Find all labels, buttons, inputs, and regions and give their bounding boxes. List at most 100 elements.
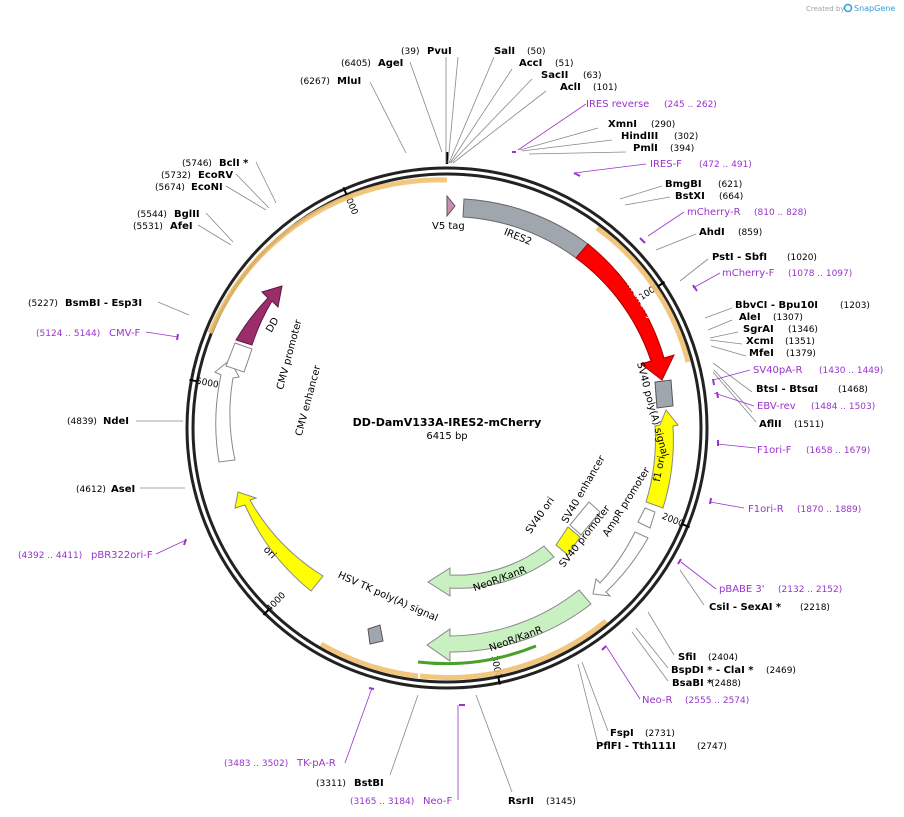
svg-text:(3145): (3145) [546,797,576,807]
enzyme-label: (4839) NdeI [67,416,129,427]
feature-label: CMV promoter [275,318,304,391]
feature-label: HSV TK poly(A) signal [336,570,439,624]
enzyme-label: BbvCI - Bpu10I(1203) [735,300,870,311]
svg-text:BbvCI - Bpu10I: BbvCI - Bpu10I [735,300,818,311]
enzyme-label: AhdI(859) [699,227,762,238]
primer-labels: IRES reverse (245 .. 262) IRES-F(472 .. 4… [18,99,883,807]
feature-f1-ori [645,409,679,509]
primer-label: EBV-rev(1484 .. 1503) [757,401,875,412]
svg-text:XmnI: XmnI [608,119,637,130]
feature-label: SV40 ori [524,495,557,536]
enzyme-label: (5674)EcoNI [155,182,223,193]
svg-text:CsiI - SexAI *: CsiI - SexAI * [709,602,782,613]
svg-text:RsrII: RsrII [508,796,534,807]
feature-cmv-enhancer [214,359,240,463]
svg-text:AflII: AflII [759,419,782,430]
leader-lines [136,56,757,793]
enzyme-leader [448,56,495,164]
feature-neor-outer [426,589,592,662]
svg-text:BsmBI - Esp3I: BsmBI - Esp3I [65,298,142,309]
enzyme-label: XmnI(290) [608,119,675,130]
feature-label: V5 tag [432,221,465,232]
feature-mcherry [575,243,675,381]
tick-mark [342,186,348,196]
enzyme-label: PflFI - Tth111I(2747) [596,741,727,752]
svg-text:SV40pA-R: SV40pA-R [753,365,802,376]
svg-text:(1078 .. 1097): (1078 .. 1097) [788,269,852,279]
enzyme-label: (5746)BclI * [182,158,249,169]
svg-text:EcoRV: EcoRV [198,170,233,181]
enzyme-leader [225,185,267,211]
enzyme-label: (6267)MluI [300,76,361,87]
svg-text:(4839): (4839) [67,417,97,427]
svg-text:(302): (302) [674,132,698,142]
enzyme-label: (39)PvuI [401,46,452,57]
svg-text:(3165 .. 3184): (3165 .. 3184) [350,797,414,807]
enzyme-labels: (39)PvuI SalI(50) AccI(51) SacII(63) Acl… [28,46,870,807]
svg-text:(1307): (1307) [773,313,803,323]
svg-text:Neo-R: Neo-R [642,695,673,706]
enzyme-leader [712,362,753,393]
svg-text:AgeI: AgeI [378,58,403,69]
enzyme-leader [710,345,747,357]
enzyme-leader [157,301,190,316]
enzyme-label: (5544)BglII [137,209,200,220]
snapgene-credit: Created by SnapGene [806,3,895,13]
primer-label: (3165 .. 3184)Neo-F [350,796,453,807]
svg-text:(1511): (1511) [794,420,824,430]
feature-label: f1 ori [652,455,668,483]
svg-text:(810 .. 828): (810 .. 828) [754,208,807,218]
svg-text:(5531): (5531) [133,222,163,232]
enzyme-leader [389,694,419,776]
svg-text:(1870 .. 1889): (1870 .. 1889) [797,505,861,515]
enzyme-leader [450,78,533,164]
primer-mark [368,687,375,690]
enzyme-leader [205,212,234,243]
snapgene-logo-icon [843,3,853,13]
enzyme-leader [635,627,669,669]
svg-text:(245 .. 262): (245 .. 262) [664,100,717,110]
svg-text:(2555 .. 2574): (2555 .. 2574) [685,696,749,706]
svg-text:(5544): (5544) [137,210,167,220]
primer-label: IRES-F(472 .. 491) [650,159,752,170]
primer-label: pBABE 3'(2132 .. 2152) [719,584,842,595]
svg-text:IRES reverse: IRES reverse [586,99,649,110]
svg-text:SgrAI: SgrAI [743,324,774,335]
enzyme-leader [631,631,669,682]
enzyme-label: FspI(2731) [610,728,675,739]
primer-label: SV40pA-R(1430 .. 1449) [753,365,883,376]
primer-label: (5124 .. 5144)CMV-F [36,328,140,339]
svg-text:(2218): (2218) [800,603,830,613]
svg-text:(1484 .. 1503): (1484 .. 1503) [811,402,875,412]
enzyme-label: SgrAI(1346) [743,324,818,335]
svg-text:TK-pA-R: TK-pA-R [296,758,336,769]
primer-mark [692,284,698,292]
primer-label: (3483 .. 3502)TK-pA-R [224,758,336,769]
svg-text:NdeI: NdeI [103,416,129,427]
primer-mark [712,378,715,386]
enzyme-leader [447,56,459,164]
svg-text:IRES-F: IRES-F [650,159,682,170]
svg-text:AfeI: AfeI [170,221,193,232]
enzyme-label: RsrII (3145) [508,796,576,807]
backbone-inner-strand [191,172,703,684]
svg-text:BmgBI: BmgBI [665,179,702,190]
feature-sv40-ori [555,526,581,556]
svg-text:BstXI: BstXI [675,191,705,202]
enzyme-leader [679,258,709,282]
plasmid-name: DD-DamV133A-IRES2-mCherry [353,416,542,429]
enzyme-leader [707,319,733,331]
enzyme-label: BspDI * - ClaI *(2469) [671,665,796,676]
enzyme-leader [528,151,627,155]
enzyme-label: (3311)BstBI [316,778,384,789]
enzyme-label: CsiI - SexAI * (2218) [709,602,830,613]
enzyme-leader [577,663,599,745]
enzyme-label: (5227)BsmBI - Esp3I [28,298,142,309]
enzyme-label: (5732)EcoRV [161,170,233,181]
primer-label: mCherry-F(1078 .. 1097) [722,268,852,279]
svg-text:AhdI: AhdI [699,227,725,238]
svg-text:(664): (664) [719,192,743,202]
tick-label: 2000 [660,512,685,530]
svg-text:AclI: AclI [560,82,581,93]
svg-text:(50): (50) [527,47,545,57]
